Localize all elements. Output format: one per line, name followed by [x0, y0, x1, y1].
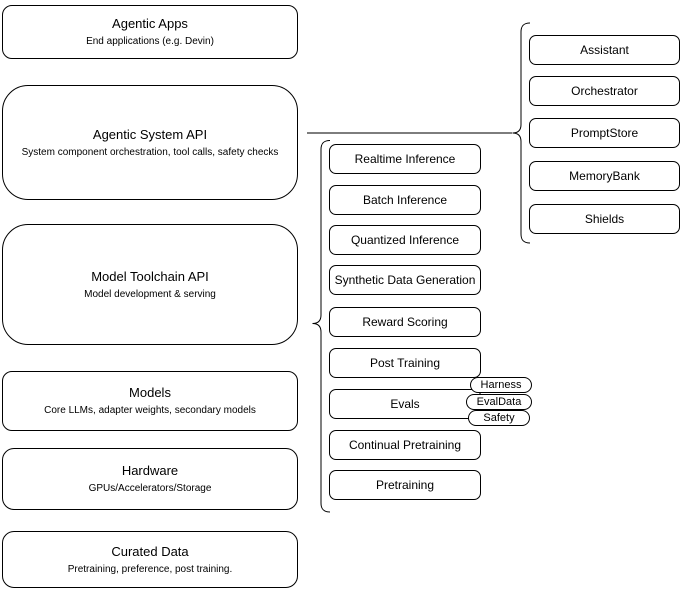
node-label: Post Training [369, 356, 441, 370]
node-curated-data: Curated Data Pretraining, preference, po… [2, 531, 298, 588]
tag-label: Safety [483, 412, 515, 424]
node-batch-inference: Batch Inference [329, 185, 481, 215]
tag-safety: Safety [468, 410, 530, 426]
node-post-training: Post Training [329, 348, 481, 378]
node-label: Orchestrator [571, 84, 638, 98]
node-assistant: Assistant [529, 35, 680, 65]
node-subtitle: Core LLMs, adapter weights, secondary mo… [44, 405, 256, 416]
node-evals: Evals [329, 389, 481, 419]
node-subtitle: End applications (e.g. Devin) [86, 36, 214, 47]
node-shields: Shields [529, 204, 680, 234]
node-model-toolchain-api: Model Toolchain API Model development & … [2, 224, 298, 345]
node-hardware: Hardware GPUs/Accelerators/Storage [2, 448, 298, 510]
node-memorybank: MemoryBank [529, 161, 680, 191]
node-label: Pretraining [375, 478, 435, 492]
node-title: Hardware [121, 463, 179, 478]
node-orchestrator: Orchestrator [529, 76, 680, 106]
tag-label: Harness [480, 379, 522, 391]
node-label: Assistant [580, 43, 629, 57]
node-title: Curated Data [111, 543, 189, 559]
node-label: Batch Inference [362, 193, 448, 207]
node-agentic-system-api: Agentic System API System component orch… [2, 85, 298, 200]
node-reward-scoring: Reward Scoring [329, 307, 481, 337]
node-label: Synthetic Data Generation [334, 273, 476, 287]
node-realtime-inference: Realtime Inference [329, 144, 481, 174]
node-models: Models Core LLMs, adapter weights, secon… [2, 371, 298, 431]
node-continual-pretraining: Continual Pretraining [329, 430, 481, 460]
components-brace [512, 22, 531, 244]
node-synthetic-data-generation: Synthetic Data Generation [329, 265, 481, 295]
tag-label: EvalData [476, 396, 522, 408]
node-label: Shields [584, 212, 625, 226]
node-title: Agentic System API [92, 126, 208, 142]
node-label: PromptStore [570, 126, 639, 140]
node-quantized-inference: Quantized Inference [329, 225, 481, 255]
node-label: Realtime Inference [354, 152, 456, 166]
node-label: Evals [390, 397, 420, 411]
node-subtitle: System component orchestration, tool cal… [21, 146, 279, 158]
node-title: Models [129, 385, 171, 400]
node-agentic-apps: Agentic Apps End applications (e.g. Devi… [2, 5, 298, 59]
node-subtitle: Pretraining, preference, post training. [67, 563, 233, 575]
node-subtitle: Model development & serving [84, 288, 216, 300]
tag-harness: Harness [470, 377, 532, 393]
node-title: Model Toolchain API [91, 268, 209, 284]
node-label: MemoryBank [569, 169, 640, 183]
node-promptstore: PromptStore [529, 118, 680, 148]
node-pretraining: Pretraining [329, 470, 481, 500]
node-title: Agentic Apps [112, 16, 188, 31]
node-label: Continual Pretraining [348, 438, 462, 452]
toolchain-brace [312, 140, 331, 513]
tag-evaldata: EvalData [466, 394, 532, 410]
node-label: Reward Scoring [362, 315, 448, 329]
node-label: Quantized Inference [350, 233, 460, 247]
node-subtitle: GPUs/Accelerators/Storage [88, 483, 212, 494]
